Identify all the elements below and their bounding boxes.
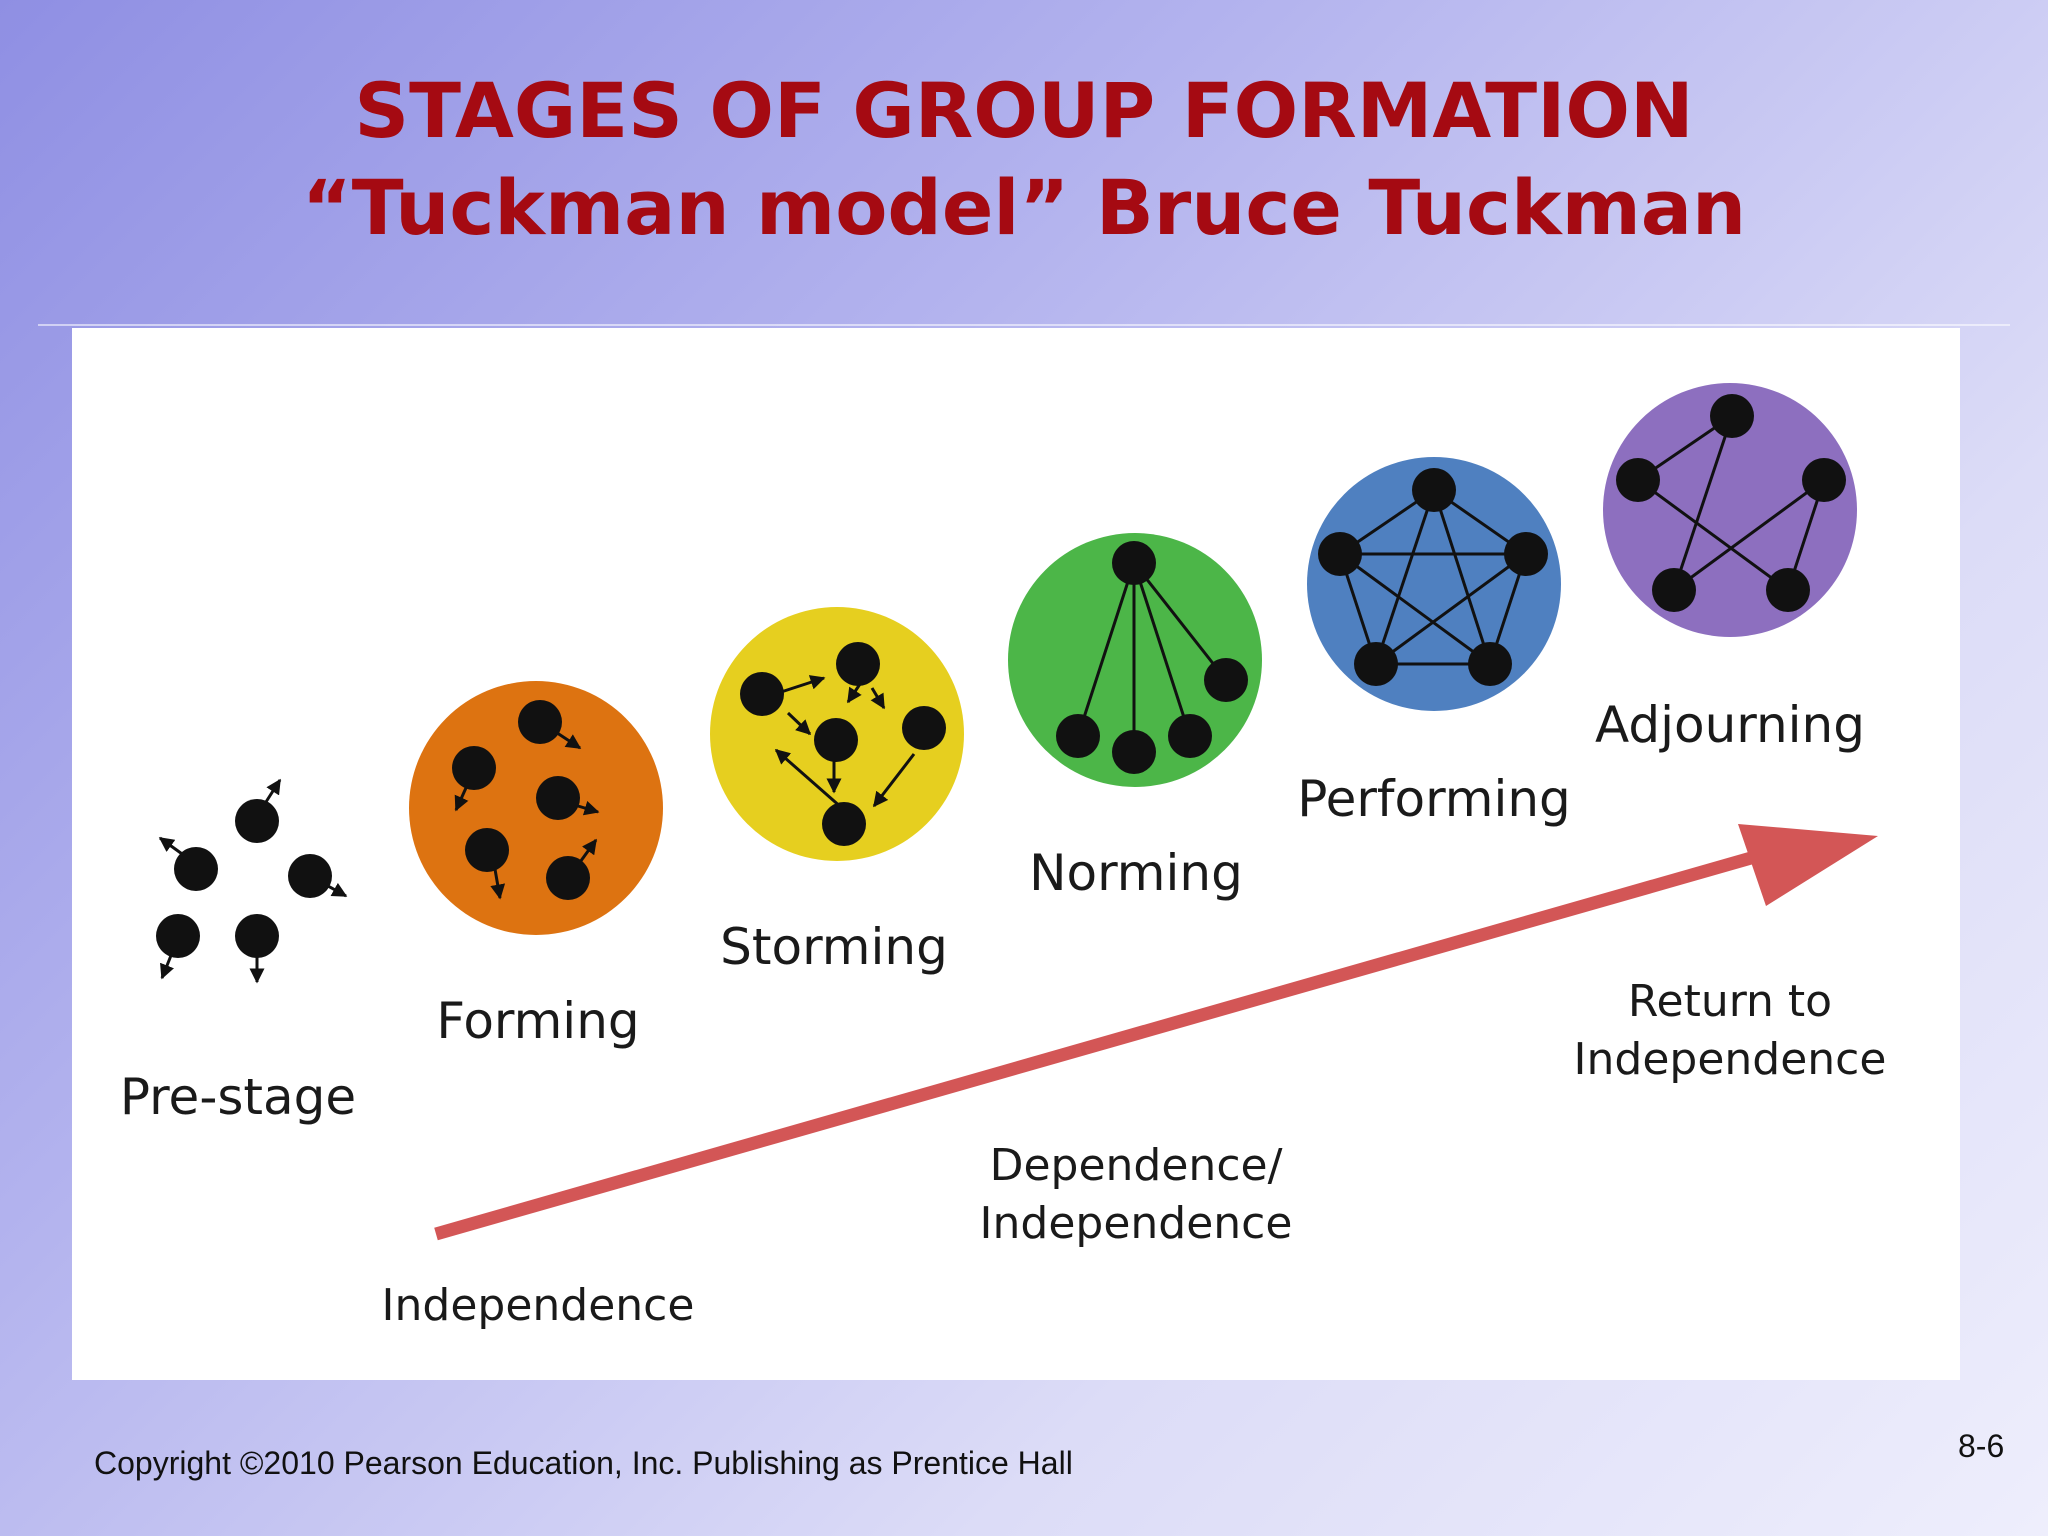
pre-stage-icon xyxy=(156,778,348,984)
adjourning-icon xyxy=(1603,383,1857,637)
independence-arrow xyxy=(434,824,1878,1241)
slide-title-line-2: “Tuckman model” Bruce Tuckman xyxy=(301,163,1747,252)
slide-title-line-1: STAGES OF GROUP FORMATION xyxy=(354,66,1694,155)
storming-icon xyxy=(710,607,964,861)
norming-icon xyxy=(1008,533,1262,787)
stage-label-pre-stage: Pre-stage xyxy=(120,1068,356,1126)
stage-label-forming: Forming xyxy=(436,992,639,1050)
stage-label-adjourning: Adjourning xyxy=(1595,696,1865,754)
arrow-label-dependence-line2: Independence xyxy=(980,1198,1293,1249)
forming-circle xyxy=(409,681,663,935)
arrow-label-independence: Independence xyxy=(382,1280,695,1331)
forming-icon xyxy=(409,681,663,935)
arrow-label-dependence-line1: Dependence/ xyxy=(990,1140,1283,1191)
performing-icon xyxy=(1307,457,1561,711)
stage-label-norming: Norming xyxy=(1029,844,1243,902)
stage-label-storming: Storming xyxy=(720,918,948,976)
slide-number: 8-6 xyxy=(1958,1428,2005,1464)
tuckman-diagram: Pre-stage Forming Storming Norming Perfo… xyxy=(120,383,1887,1331)
arrow-label-return-line1: Return to xyxy=(1628,976,1832,1027)
stage-label-performing: Performing xyxy=(1297,770,1571,828)
tuckman-diagram-panel: Pre-stage Forming Storming Norming Perfo… xyxy=(72,328,1960,1380)
arrow-label-return-line2: Independence xyxy=(1574,1034,1887,1085)
copyright-notice: Copyright ©2010 Pearson Education, Inc. … xyxy=(94,1445,1073,1481)
title-divider xyxy=(38,324,2010,326)
